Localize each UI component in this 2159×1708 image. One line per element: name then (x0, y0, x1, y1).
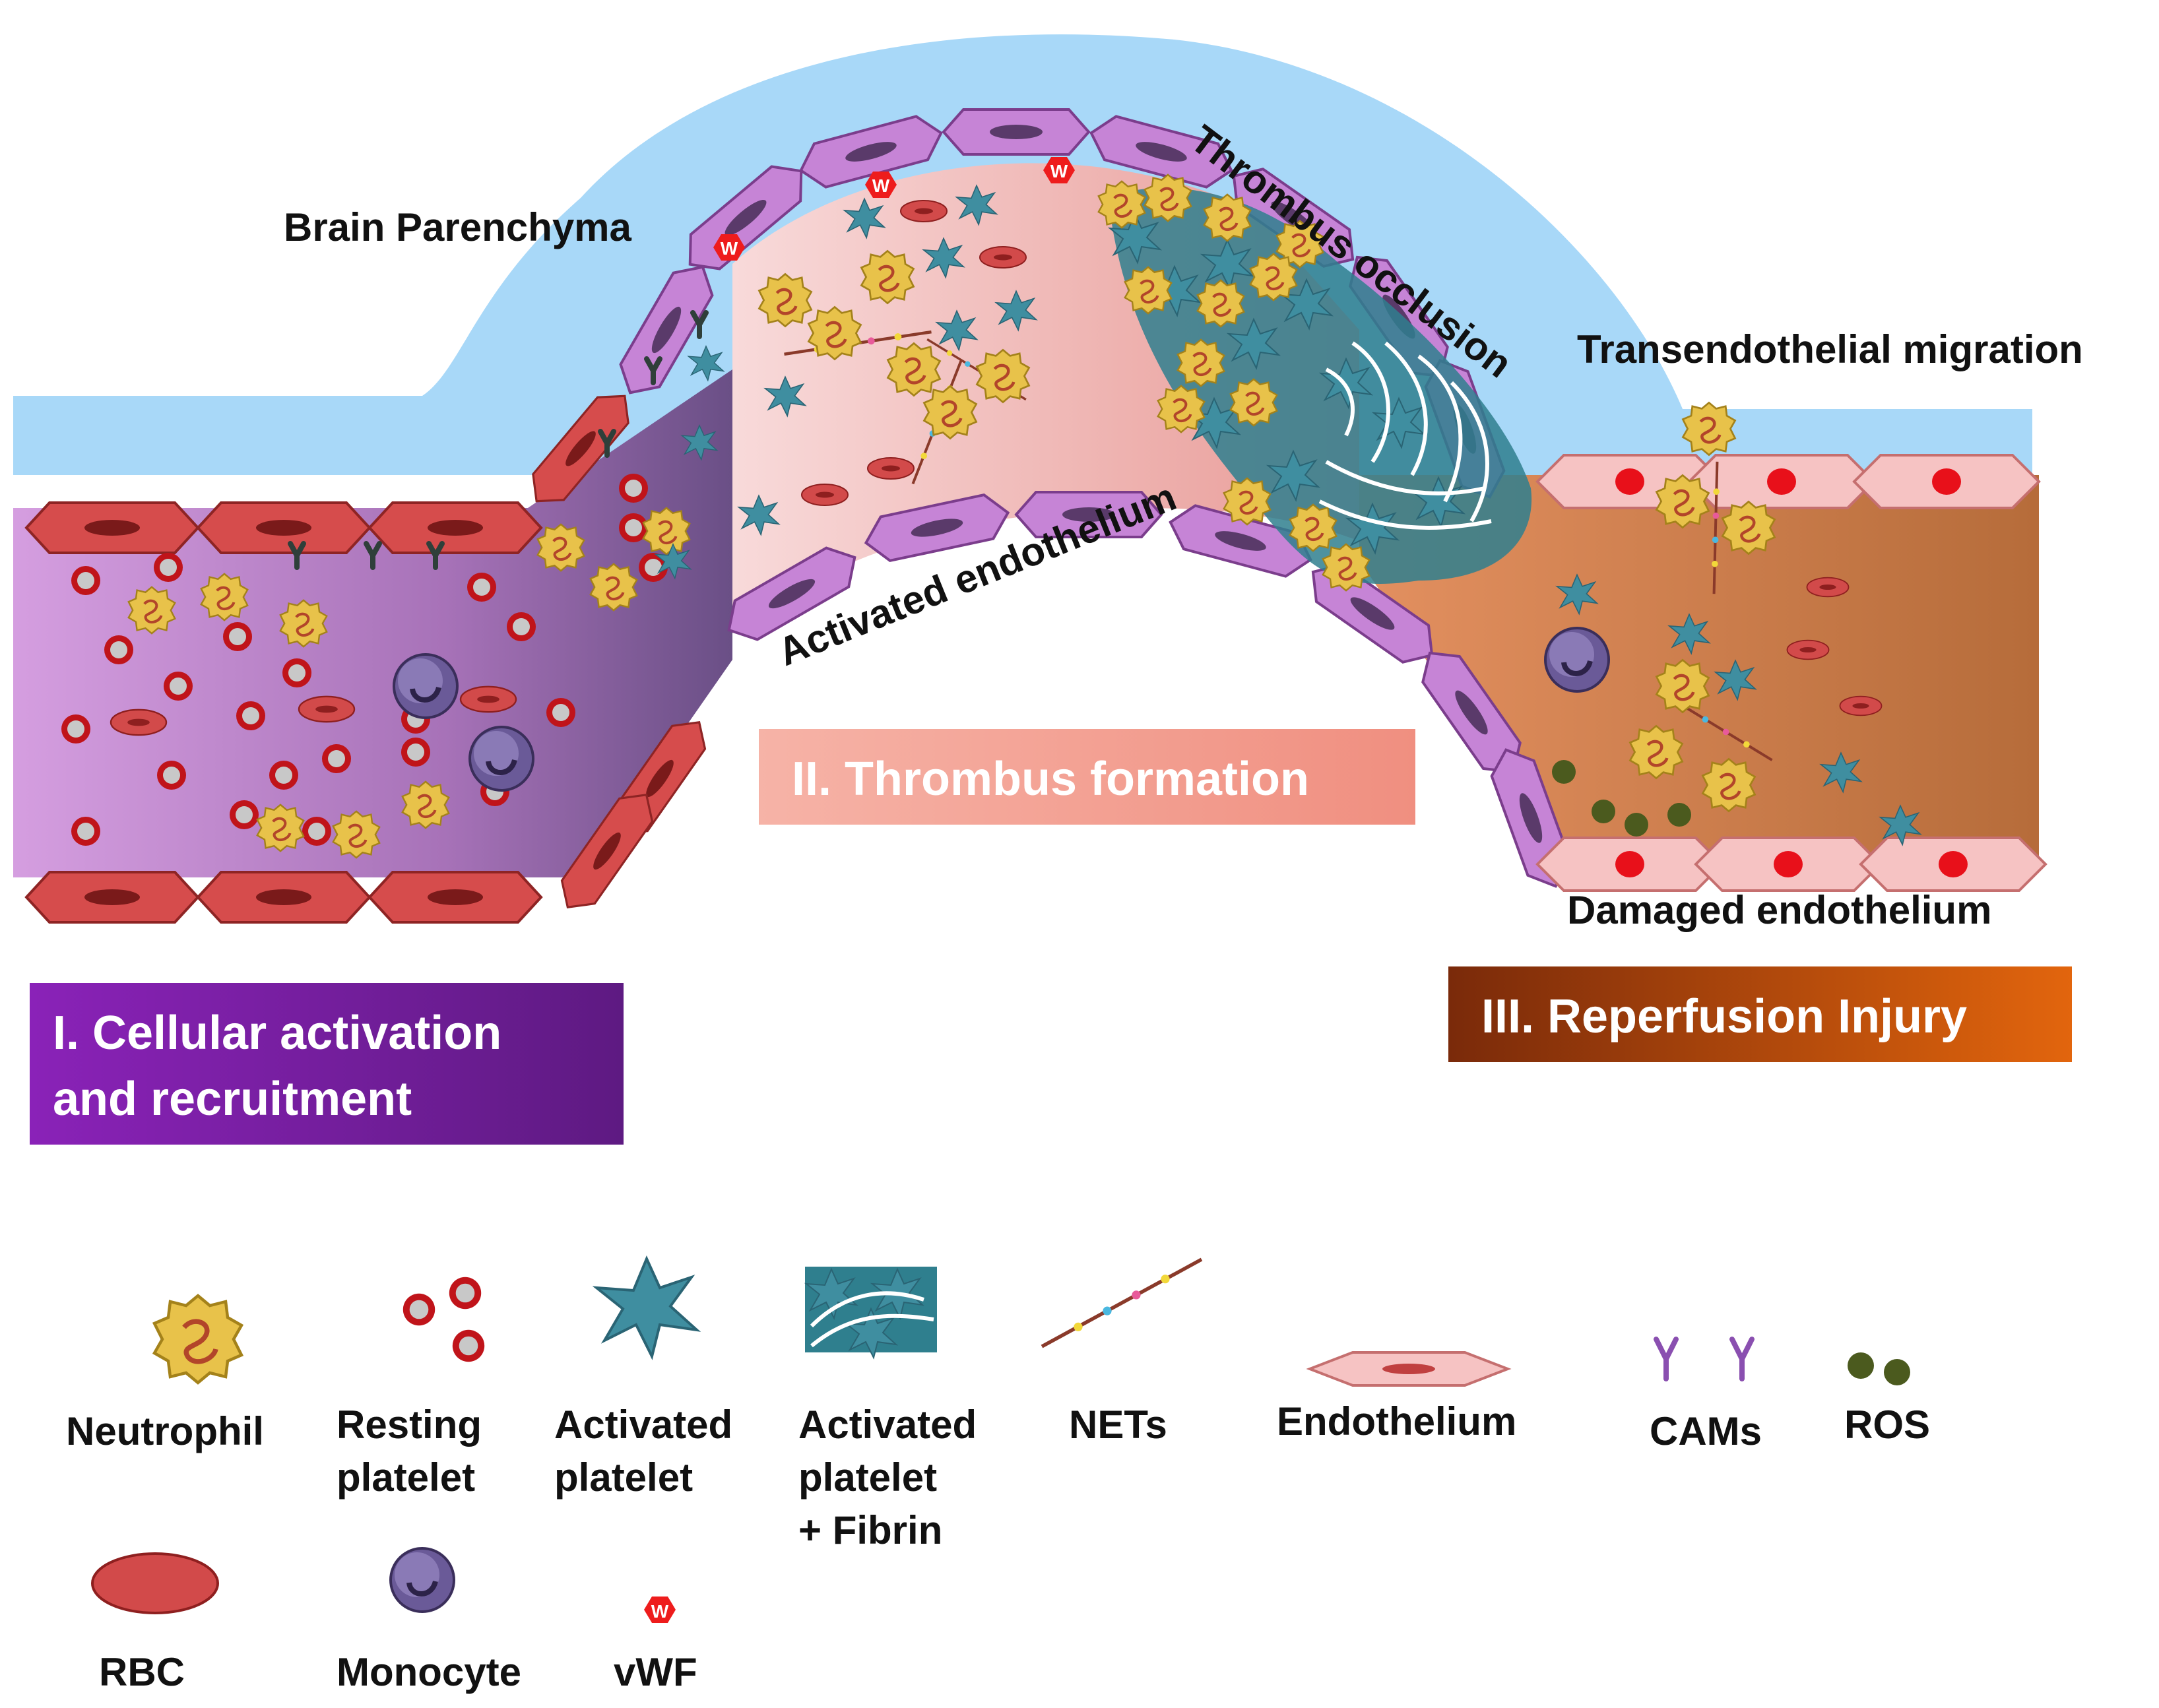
legend-resting-platelet-icon (403, 1277, 485, 1362)
stage1-title-line2: and recruitment (53, 1073, 412, 1125)
legend-activated-platelet-fibrin-label-1: Activated (798, 1403, 977, 1447)
legend-activated-platelet-label-1: Activated (554, 1403, 732, 1447)
legend-resting-platelet-label-2: platelet (337, 1455, 475, 1500)
transendothelial-migration-label: Transendothelial migration (1577, 327, 2083, 371)
legend-monocyte-label: Monocyte (337, 1650, 521, 1694)
legend-neutrophil-label: Neutrophil (66, 1409, 264, 1453)
legend-neutrophil-icon (154, 1296, 242, 1383)
legend-activated-platelet-fibrin-icon (805, 1267, 937, 1358)
legend-rbc-label: RBC (99, 1650, 185, 1694)
legend-activated-platelet-fibrin-label-2: platelet (798, 1455, 937, 1500)
stage3-box (1448, 966, 2072, 1062)
legend-monocyte-icon (391, 1548, 454, 1612)
stage3-monocyte (1545, 628, 1609, 691)
stage1-title-line1: I. Cellular activation (53, 1007, 501, 1060)
legend-vwf-marker: W (651, 1601, 669, 1622)
stage3-bottom-endothelium (1536, 837, 2047, 892)
legend-ros-label: ROS (1844, 1403, 1930, 1447)
damaged-endothelium-label: Damaged endothelium (1567, 888, 1991, 932)
legend-nets-label: NETs (1069, 1403, 1167, 1447)
stage2-title: II. Thrombus formation (792, 753, 1309, 806)
stage2-vwf-markers: W W W (713, 157, 1075, 261)
stage1-bottom-endothelium (25, 871, 542, 924)
legend-activated-platelet-fibrin-label-3: + Fibrin (798, 1508, 942, 1552)
stage3-top-endothelium (1536, 454, 2040, 509)
legend-vwf-label: vWF (614, 1650, 697, 1694)
legend-cams-icon (1654, 1337, 1755, 1381)
legend-endothelium-label: Endothelium (1277, 1399, 1516, 1443)
legend-rbc-icon (91, 1552, 219, 1614)
vwf-label-2: W (872, 175, 890, 196)
vwf-label-1: W (721, 238, 738, 259)
vwf-label-3: W (1050, 161, 1068, 181)
stage3-ros (1552, 760, 1691, 837)
legend-nets-icon (1042, 1259, 1202, 1346)
legend-ros-icon (1848, 1352, 1910, 1385)
brain-parenchyma-label: Brain Parenchyma (284, 205, 632, 249)
stage2-box (759, 729, 1415, 825)
legend-activated-platelet-label-2: platelet (554, 1455, 693, 1500)
legend-endothelium-icon (1306, 1351, 1512, 1387)
thrombus-mass (1099, 175, 1532, 590)
stage1-top-endothelium (25, 501, 542, 554)
legend-cams-label: CAMs (1650, 1409, 1762, 1453)
stage3-title: III. Reperfusion Injury (1481, 990, 1967, 1043)
legend-resting-platelet-label-1: Resting (337, 1403, 482, 1447)
stage1-box (30, 983, 624, 1145)
legend: Neutrophil Resting platelet Activated pl… (66, 1257, 1930, 1694)
legend-activated-platelet-icon (595, 1257, 698, 1358)
